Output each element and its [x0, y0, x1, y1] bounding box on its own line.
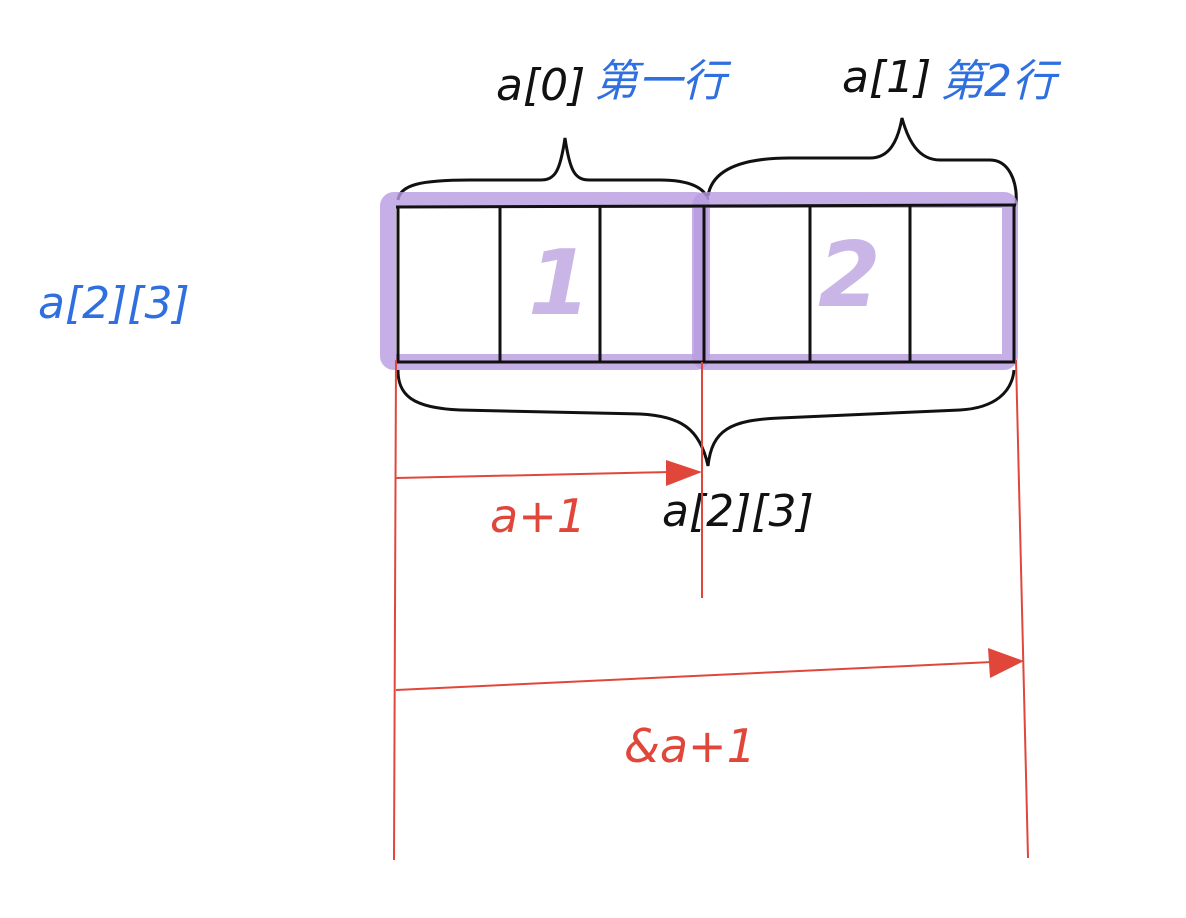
- row0-label: a[0]: [496, 60, 585, 111]
- row1-number: 2: [818, 223, 881, 328]
- row0-brace: [396, 137, 710, 201]
- whole-array-brace: [396, 369, 1016, 467]
- arrow-amp-a-plus-1-line: [395, 661, 993, 691]
- arrow-a-plus-1-label: a+1: [490, 489, 586, 543]
- array-declaration-label: a[2][3]: [38, 278, 190, 329]
- row1-note: 第2行: [940, 56, 1062, 107]
- array-end-guide-line: [1015, 359, 1029, 859]
- row0-number: 1: [528, 231, 591, 336]
- arrow-a-plus-1-line: [395, 471, 673, 479]
- arrow-amp-a-plus-1-label: &a+1: [624, 719, 756, 773]
- row1-brace: [706, 117, 1018, 206]
- array-cells: [395, 203, 1017, 364]
- arrow-amp-a-plus-1-head: [988, 648, 1024, 678]
- red-guides: [393, 359, 1029, 861]
- whole-array-label: a[2][3]: [662, 486, 814, 537]
- row0-note: 第一行: [594, 56, 732, 107]
- row1-label: a[1]: [842, 52, 931, 103]
- start-guide-line: [393, 359, 397, 861]
- arrow-a-plus-1-head: [666, 460, 702, 486]
- cells-top-edge: [395, 203, 1017, 209]
